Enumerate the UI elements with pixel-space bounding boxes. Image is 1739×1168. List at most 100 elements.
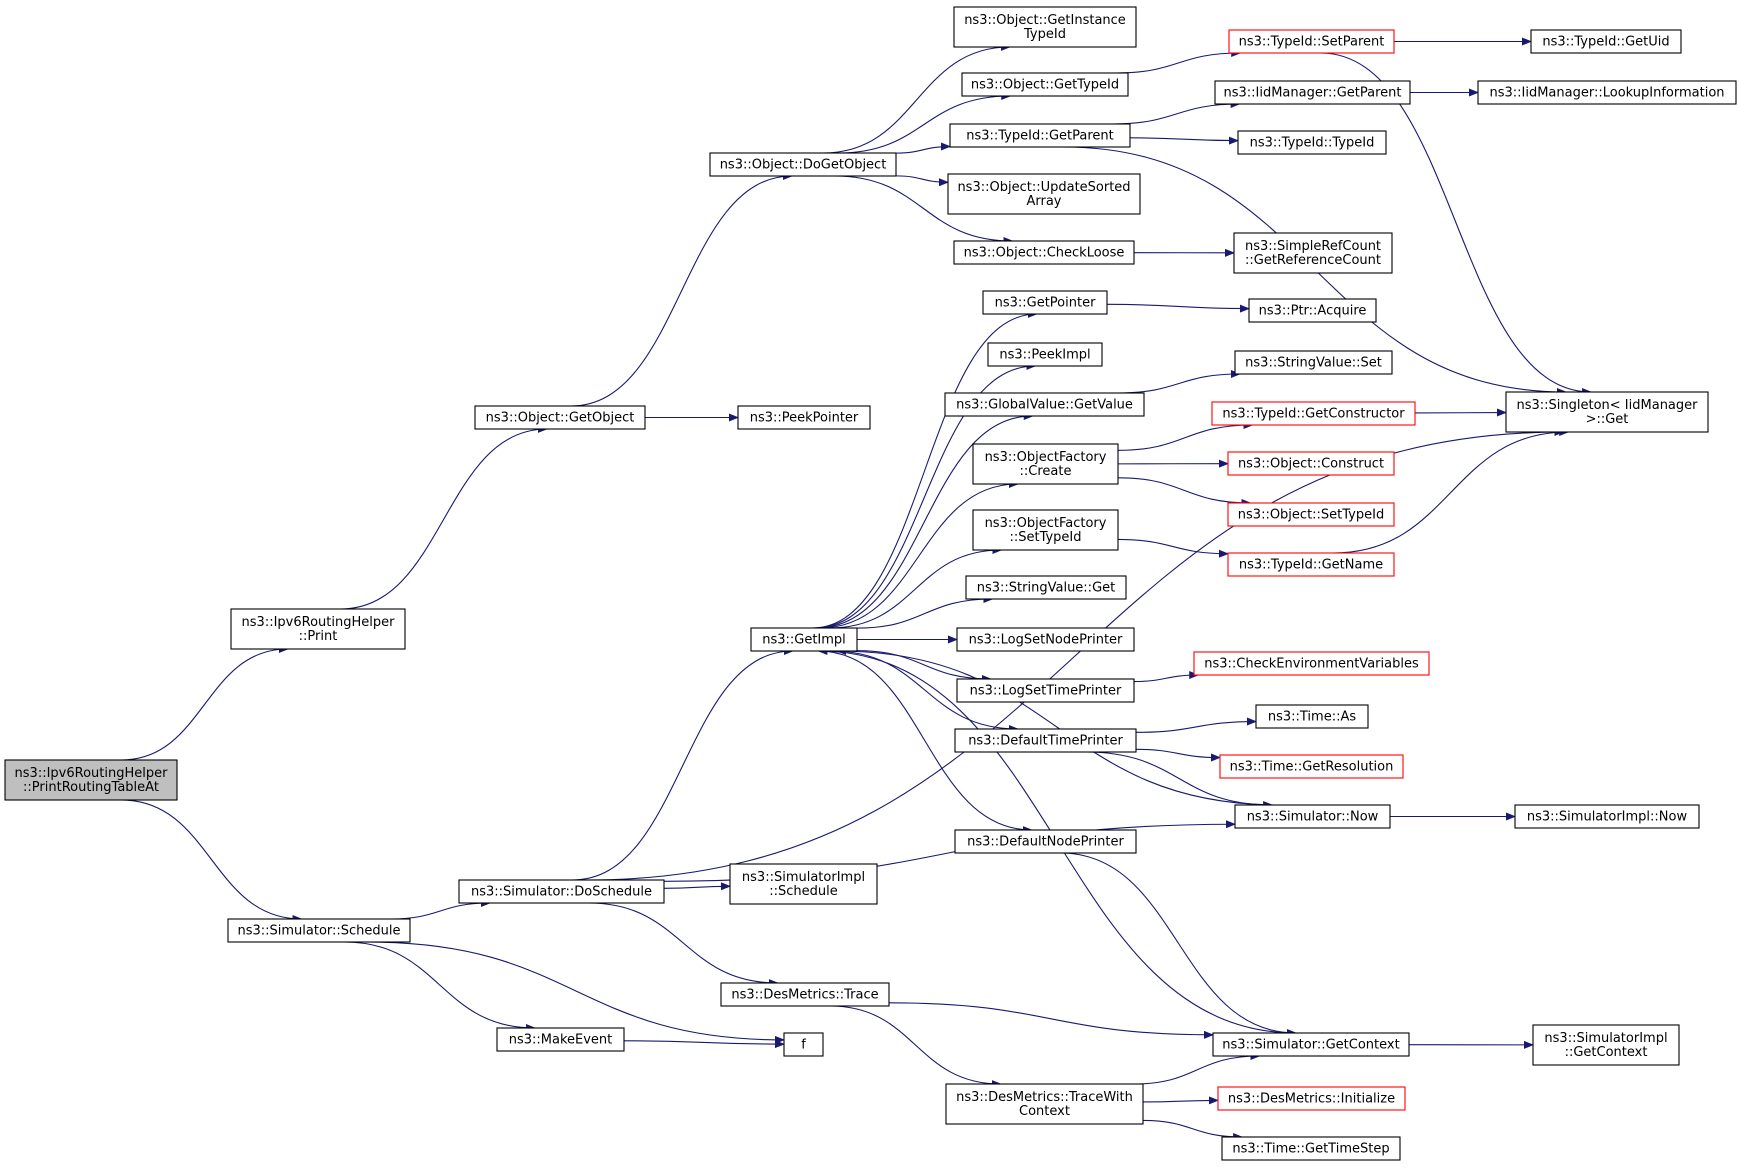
node-dogetobject[interactable]: ns3::Object::DoGetObject [709,152,897,177]
node-simimpl_now[interactable]: ns3::SimulatorImpl::Now [1514,804,1700,829]
node-gv_getvalue[interactable]: ns3::GlobalValue::GetValue [944,392,1145,417]
node-box [953,6,1137,48]
node-box [956,627,1135,652]
node-box [1255,704,1369,729]
node-of_settypeid[interactable]: ns3::ObjectFactory::SetTypeId [972,509,1119,551]
node-box [972,443,1119,485]
node-box [965,575,1127,600]
node-box [1248,298,1377,323]
edge-dogetobject-to-obj_gettypeid [837,92,1012,154]
node-singleton_get[interactable]: ns3::Singleton< IidManager >::Get [1505,391,1709,433]
node-logsetnodeprinter[interactable]: ns3::LogSetNodePrinter [956,627,1135,652]
node-label: ns3::StringValue::Get [977,581,1115,596]
node-getobject[interactable]: ns3::Object::GetObject [474,405,646,430]
edge-arrow [819,480,1019,629]
node-desmetrics_trace[interactable]: ns3::DesMetrics::Trace [720,982,890,1007]
node-obj_gettypeid[interactable]: ns3::Object::GetTypeId [961,72,1129,97]
node-box [4,759,178,801]
node-time_gettimestep[interactable]: ns3::Time::GetTimeStep [1221,1136,1401,1161]
node-typeid_getname[interactable]: ns3::TypeId::GetName [1227,552,1395,577]
node-getuid[interactable]: ns3::TypeId::GetUid [1530,29,1682,54]
edge-root-to-schedule [121,799,303,923]
node-getconstructor[interactable]: ns3::TypeId::GetConstructor [1211,401,1416,426]
node-checkenv[interactable]: ns3::CheckEnvironmentVariables [1193,651,1430,676]
edge-defaulttimeprinter-to-sim_now [1085,751,1274,809]
node-schedule[interactable]: ns3::Simulator::Schedule [227,918,411,943]
edge-arrow [1060,852,1297,1037]
node-iid_getparent[interactable]: ns3::IidManager::GetParent [1214,80,1411,105]
node-label: ns3::Simulator::DoSchedule [471,885,652,900]
node-simimpl_schedule[interactable]: ns3::SimulatorImpl::Schedule [729,863,878,905]
node-logsettimeprinter[interactable]: ns3::LogSetTimePrinter [956,678,1135,703]
edge-typeid_getparent-to-iid_getparent [1112,100,1241,125]
edge-arrow [1117,421,1254,451]
node-sv_set[interactable]: ns3::StringValue::Set [1234,350,1393,375]
node-label: ns3::Singleton< IidManager [1516,398,1698,413]
edge-arrow [1117,477,1252,507]
node-label: ns3::CheckEnvironmentVariables [1204,657,1419,672]
node-box [1228,29,1395,54]
edge-arrow [344,941,537,1032]
node-time_getres[interactable]: ns3::Time::GetResolution [1219,754,1404,779]
edge-arrow [1117,538,1229,558]
edge-arrow [340,425,548,610]
edge-arrow [121,645,289,761]
edge-arrow [829,546,1003,629]
node-simimpl_getcontext[interactable]: ns3::SimulatorImpl::GetContext [1532,1024,1680,1066]
edge-arrow [663,882,731,891]
node-typeid_typeid[interactable]: ns3::TypeId::TypeId [1237,130,1387,155]
edge-obj_gettypeid-to-setparent [1116,49,1242,74]
node-getimpl[interactable]: ns3::GetImpl [750,627,858,652]
node-peekimpl[interactable]: ns3::PeekImpl [987,342,1103,367]
node-label: ::Create [1020,464,1072,479]
node-label: >::Get [1586,412,1629,427]
node-getrefcount[interactable]: ns3::SimpleRefCount::GetReferenceCount [1233,232,1393,274]
edge-arrow [812,310,1038,629]
node-obj_settypeid[interactable]: ns3::Object::SetTypeId [1227,502,1395,527]
edge-arrow [1112,100,1241,125]
node-obj_construct[interactable]: ns3::Object::Construct [1227,451,1395,476]
node-sim_getcontext[interactable]: ns3::Simulator::GetContext [1212,1032,1410,1057]
node-box [230,608,406,650]
node-setparent[interactable]: ns3::TypeId::SetParent [1228,29,1395,54]
edge-arrow [121,799,303,923]
node-box [945,1083,1144,1125]
node-sv_get[interactable]: ns3::StringValue::Get [965,575,1127,600]
node-sim_now[interactable]: ns3::Simulator::Now [1234,804,1391,829]
node-defaultnodeprinter[interactable]: ns3::DefaultNodePrinter [954,829,1137,854]
node-defaulttimeprinter[interactable]: ns3::DefaultTimePrinter [954,728,1137,753]
node-label: ns3::TypeId::GetName [1239,558,1383,573]
node-lookupinfo[interactable]: ns3::IidManager::LookupInformation [1477,80,1737,105]
node-desmetrics_init[interactable]: ns3::DesMetrics::Initialize [1217,1086,1406,1111]
edge-arrow [837,92,1012,154]
edge-doschedule-to-desmetrics_trace [588,902,779,987]
node-f[interactable]: f [783,1032,824,1057]
node-label: ::GetReferenceCount [1245,253,1381,268]
node-label: ns3::GetPointer [995,296,1096,311]
node-box [1221,1136,1401,1161]
edge-arrow [588,902,779,987]
node-ptr_acquire[interactable]: ns3::Ptr::Acquire [1248,298,1377,323]
node-of_create[interactable]: ns3::ObjectFactory::Create [972,443,1119,485]
node-label: ns3::DesMetrics::Trace [731,988,878,1003]
node-checkloose[interactable]: ns3::Object::CheckLoose [953,240,1135,265]
node-getpointer[interactable]: ns3::GetPointer [982,290,1108,315]
node-box [1234,804,1391,829]
node-root[interactable]: ns3::Ipv6RoutingHelper::PrintRoutingTabl… [4,759,178,801]
node-box [1234,350,1393,375]
node-print[interactable]: ns3::Ipv6RoutingHelper::Print [230,608,406,650]
node-doschedule[interactable]: ns3::Simulator::DoSchedule [458,879,665,904]
node-box [783,1032,824,1057]
node-label: ns3::GetImpl [762,633,846,648]
edge-arrow [856,595,994,629]
node-box [729,863,878,905]
node-label: ns3::TypeId::GetConstructor [1222,407,1405,422]
node-makeevent[interactable]: ns3::MakeEvent [496,1027,625,1052]
node-typeid_getparent[interactable]: ns3::TypeId::GetParent [949,123,1131,148]
node-peekpointer[interactable]: ns3::PeekPointer [737,405,871,430]
node-time_as[interactable]: ns3::Time::As [1255,704,1369,729]
node-label: ::GetContext [1565,1045,1648,1060]
